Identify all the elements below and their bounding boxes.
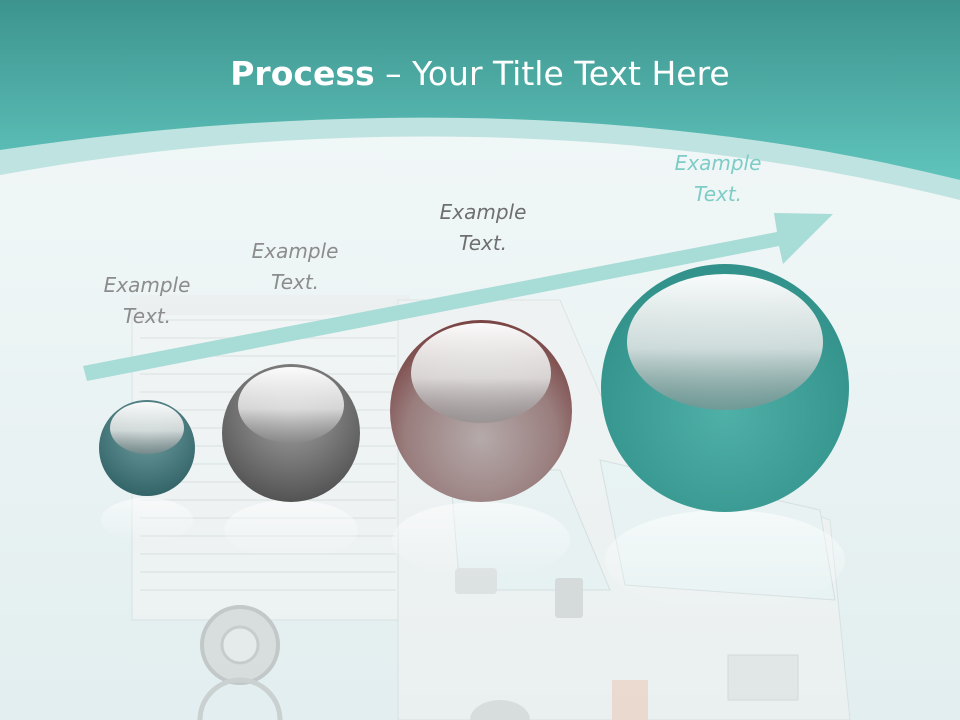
step-4-ball — [601, 264, 849, 512]
step-2-label-line2: Text. — [270, 270, 320, 294]
step-1-label: Example Text. — [82, 270, 212, 332]
ball-reflection — [605, 510, 845, 610]
step-3-label: Example Text. — [418, 197, 548, 259]
step-3-label-line2: Text. — [458, 231, 508, 255]
growth-arrow — [83, 213, 833, 381]
step-2-label-line1: Example — [251, 239, 339, 263]
step-1-label-line1: Example — [103, 273, 191, 297]
slide-title-rest: – Your Title Text Here — [374, 54, 730, 93]
ball-reflection — [392, 502, 570, 578]
step-4-label-line2: Text. — [693, 182, 743, 206]
ball-reflection — [101, 498, 193, 542]
step-1-ball — [99, 400, 195, 496]
step-3-label-line1: Example — [439, 200, 527, 224]
ball-reflection — [224, 500, 358, 560]
step-4-label: Example Text. — [653, 148, 783, 210]
step-2-label: Example Text. — [230, 236, 360, 298]
step-2-ball — [222, 364, 360, 502]
slide-title-bold: Process — [230, 54, 375, 93]
slide-title: Process – Your Title Text Here — [0, 52, 960, 96]
step-1-label-line2: Text. — [122, 304, 172, 328]
step-4-label-line1: Example — [674, 151, 762, 175]
header-band — [0, 0, 960, 180]
step-3-ball — [390, 320, 572, 502]
